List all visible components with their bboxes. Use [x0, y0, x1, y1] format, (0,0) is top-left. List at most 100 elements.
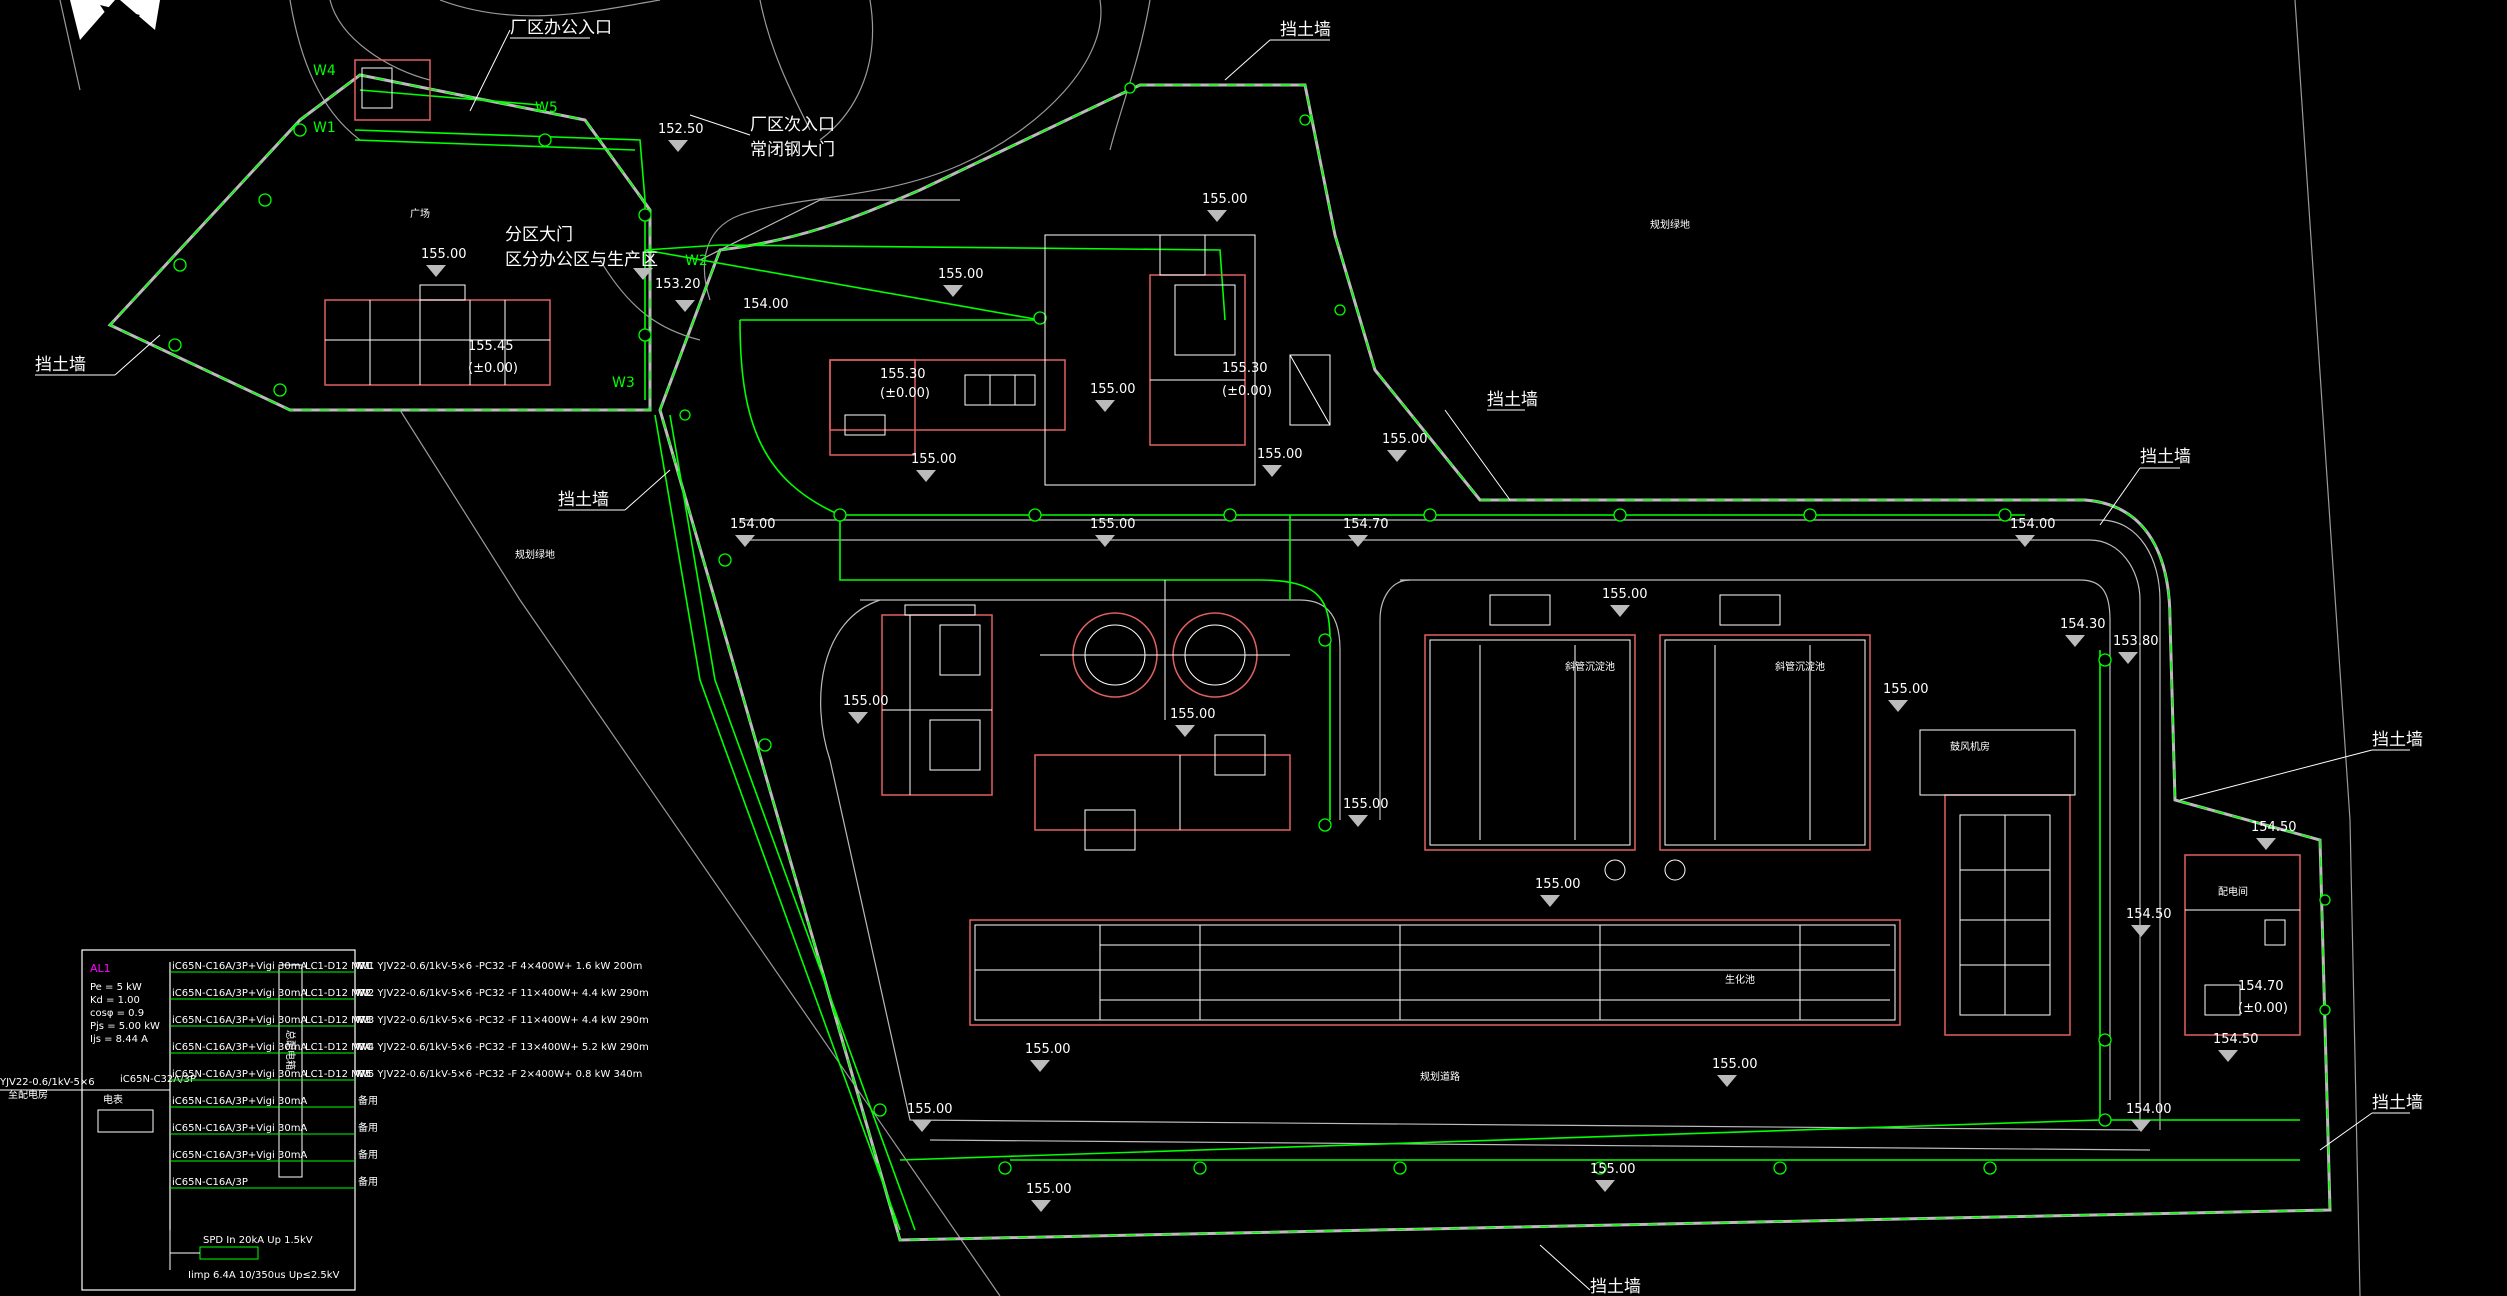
- boundary-wall: [107, 73, 2332, 1242]
- label-fan-room: 鼓风机房: [1950, 740, 1990, 753]
- label-retaining-wall-left: 挡土墙: [35, 355, 86, 375]
- north-arrow: [70, 0, 160, 40]
- labels: 厂区办公入口 挡土墙 厂区次入口 常闭钢大门 分区大门 区分办公区与生产区 广场…: [35, 18, 2423, 1296]
- label-bio-tank: 生化池: [1725, 973, 1755, 986]
- elev-154-50: 154.50: [2126, 907, 2172, 922]
- panel-schedule: AL1 Pe = 5 kW Kd = 1.00 cosφ = 0.9 Pjs =…: [0, 949, 649, 1291]
- label-distribution-room: 配电间: [2218, 885, 2248, 898]
- cable-nodes: [168, 82, 2331, 1175]
- label-zone-gate-desc: 区分办公区与生产区: [505, 250, 658, 270]
- elev-153-80: 153.80: [2113, 634, 2159, 649]
- panel-row-breaker: iC65N-C16A/3P+Vigi 30mA: [172, 961, 307, 972]
- panel-incoming-sub: 至配电房: [8, 1088, 48, 1101]
- elev-155-00: 155.00: [1343, 797, 1389, 812]
- panel-row-breaker: iC65N-C16A/3P+Vigi 30mA: [172, 1096, 307, 1107]
- panel-row-contactor: LC1-D12 M7C: [305, 961, 373, 972]
- bld-c-floor-level: 155.30: [1222, 361, 1268, 376]
- panel-param: Kd = 1.00: [90, 995, 140, 1006]
- elev-155-00: 155.00: [1602, 587, 1648, 602]
- panel-row-info: 备用: [358, 1148, 378, 1161]
- panel-frame: [81, 949, 356, 1291]
- panel-row-info: W1 YJV22-0.6/1kV-5×6 -PC32 -F 4×400W+ 1.…: [358, 961, 642, 972]
- elevation-markers: [426, 140, 2276, 1212]
- panel-row-info: W4 YJV22-0.6/1kV-5×6 -PC32 -F 13×400W+ 5…: [358, 1042, 649, 1053]
- dist-room-floor-level: 154.70: [2238, 979, 2284, 994]
- label-sed-tank-2: 斜管沉淀池: [1775, 660, 1825, 673]
- panel-row-contactor: LC1-D12 M7C: [305, 1069, 373, 1080]
- elev-155-00: 155.00: [1257, 447, 1303, 462]
- label-retaining-wall-right4: 挡土墙: [2372, 1093, 2423, 1113]
- panel-row-breaker: iC65N-C16A/3P+Vigi 30mA: [172, 1069, 307, 1080]
- dist-room-zero-level: (±0.00): [2238, 1001, 2288, 1016]
- label-planned-green-2: 规划绿地: [1650, 218, 1690, 231]
- panel-row-contactor: LC1-D12 M7C: [305, 1042, 373, 1053]
- panel-row-circuit: W3: [355, 1015, 371, 1026]
- label-secondary-entrance: 厂区次入口: [750, 115, 835, 135]
- elev-155-00: 155.00: [421, 247, 467, 262]
- panel-row-info: W5 YJV22-0.6/1kV-5×6 -PC32 -F 2×400W+ 0.…: [358, 1069, 642, 1080]
- panel-param: Pe = 5 kW: [90, 982, 142, 993]
- elev-155-00: 155.00: [843, 694, 889, 709]
- panel-param: Pjs = 5.00 kW: [90, 1021, 160, 1032]
- panel-meter: 电表: [103, 1093, 123, 1106]
- panel-row-info: 备用: [358, 1175, 378, 1188]
- label-square: 广场: [410, 207, 430, 220]
- label-sed-tank-1: 斜管沉淀池: [1565, 660, 1615, 673]
- panel-row-circuit: W2: [355, 988, 371, 999]
- panel-row-breaker: iC65N-C16A/3P+Vigi 30mA: [172, 988, 307, 999]
- panel-row-circuit: W5: [355, 1069, 371, 1080]
- bld-c-zero-level: (±0.00): [1222, 384, 1272, 399]
- panel-row-breaker: iC65N-C16A/3P+Vigi 30mA: [172, 1042, 307, 1053]
- elev-154-00: 154.00: [743, 297, 789, 312]
- panel-main-breaker: iC65N-C32A/3P: [120, 1074, 196, 1085]
- panel-spd: SPD In 20kA Up 1.5kV: [203, 1235, 313, 1246]
- label-retaining-wall-top: 挡土墙: [1280, 20, 1331, 40]
- circuit-w4: W4: [313, 63, 336, 79]
- elev-154-00: 154.00: [2010, 517, 2056, 532]
- panel-row-breaker: iC65N-C16A/3P+Vigi 30mA: [172, 1015, 307, 1026]
- elev-155-00: 155.00: [938, 267, 984, 282]
- elev-155-00: 155.00: [1202, 192, 1248, 207]
- label-retaining-wall-bottom: 挡土墙: [1590, 1277, 1641, 1296]
- office-floor-level: 155.45: [468, 339, 514, 354]
- label-retaining-wall-right2: 挡土墙: [2140, 447, 2191, 467]
- elev-155-00: 155.00: [1025, 1042, 1071, 1057]
- panel-row-circuit: W4: [355, 1042, 371, 1053]
- office-zero-level: (±0.00): [468, 361, 518, 376]
- panel-row-breaker: iC65N-C16A/3P: [172, 1177, 248, 1188]
- label-retaining-wall-right1: 挡土墙: [1487, 390, 1538, 410]
- elev-155-00: 155.00: [1090, 517, 1136, 532]
- label-planned-green-1: 规划绿地: [515, 548, 555, 561]
- panel-id: AL1: [90, 962, 111, 975]
- circuit-w1: W1: [313, 120, 336, 136]
- panel-param: Ijs = 8.44 A: [90, 1034, 148, 1045]
- panel-row-contactor: LC1-D12 M7C: [305, 988, 373, 999]
- label-steel-gate: 常闭钢大门: [750, 140, 835, 160]
- panel-row-info: W2 YJV22-0.6/1kV-5×6 -PC32 -F 11×400W+ 4…: [358, 988, 649, 999]
- panel-bus-label: 总配电箱: [284, 1030, 297, 1070]
- bld-b-zero-level: (±0.00): [880, 386, 930, 401]
- buildings: [324, 59, 2301, 1036]
- panel-row-breaker: iC65N-C16A/3P+Vigi 30mA: [172, 1123, 307, 1134]
- elev-153-20: 153.20: [655, 277, 701, 292]
- elev-155-00: 155.00: [1026, 1182, 1072, 1197]
- bld-b-floor-level: 155.30: [880, 367, 926, 382]
- elev-154-50: 154.50: [2213, 1032, 2259, 1047]
- label-office-entrance: 厂区办公入口: [510, 18, 612, 38]
- panel-row-circuit: W1: [355, 961, 371, 972]
- circuit-w3: W3: [612, 375, 635, 391]
- elev-154-30: 154.30: [2060, 617, 2106, 632]
- label-retaining-wall-right3: 挡土墙: [2372, 730, 2423, 750]
- panel-param: cosφ = 0.9: [90, 1008, 144, 1019]
- elev-155-00: 155.00: [1883, 682, 1929, 697]
- elev-155-00: 155.00: [1382, 432, 1428, 447]
- label-zone-gate: 分区大门: [505, 225, 573, 245]
- panel-row-info: 备用: [358, 1094, 378, 1107]
- elev-155-00: 155.00: [1535, 877, 1581, 892]
- circuit-w5: W5: [535, 100, 558, 116]
- elev-152-50: 152.50: [658, 122, 704, 137]
- leader-lines: [35, 29, 2410, 1291]
